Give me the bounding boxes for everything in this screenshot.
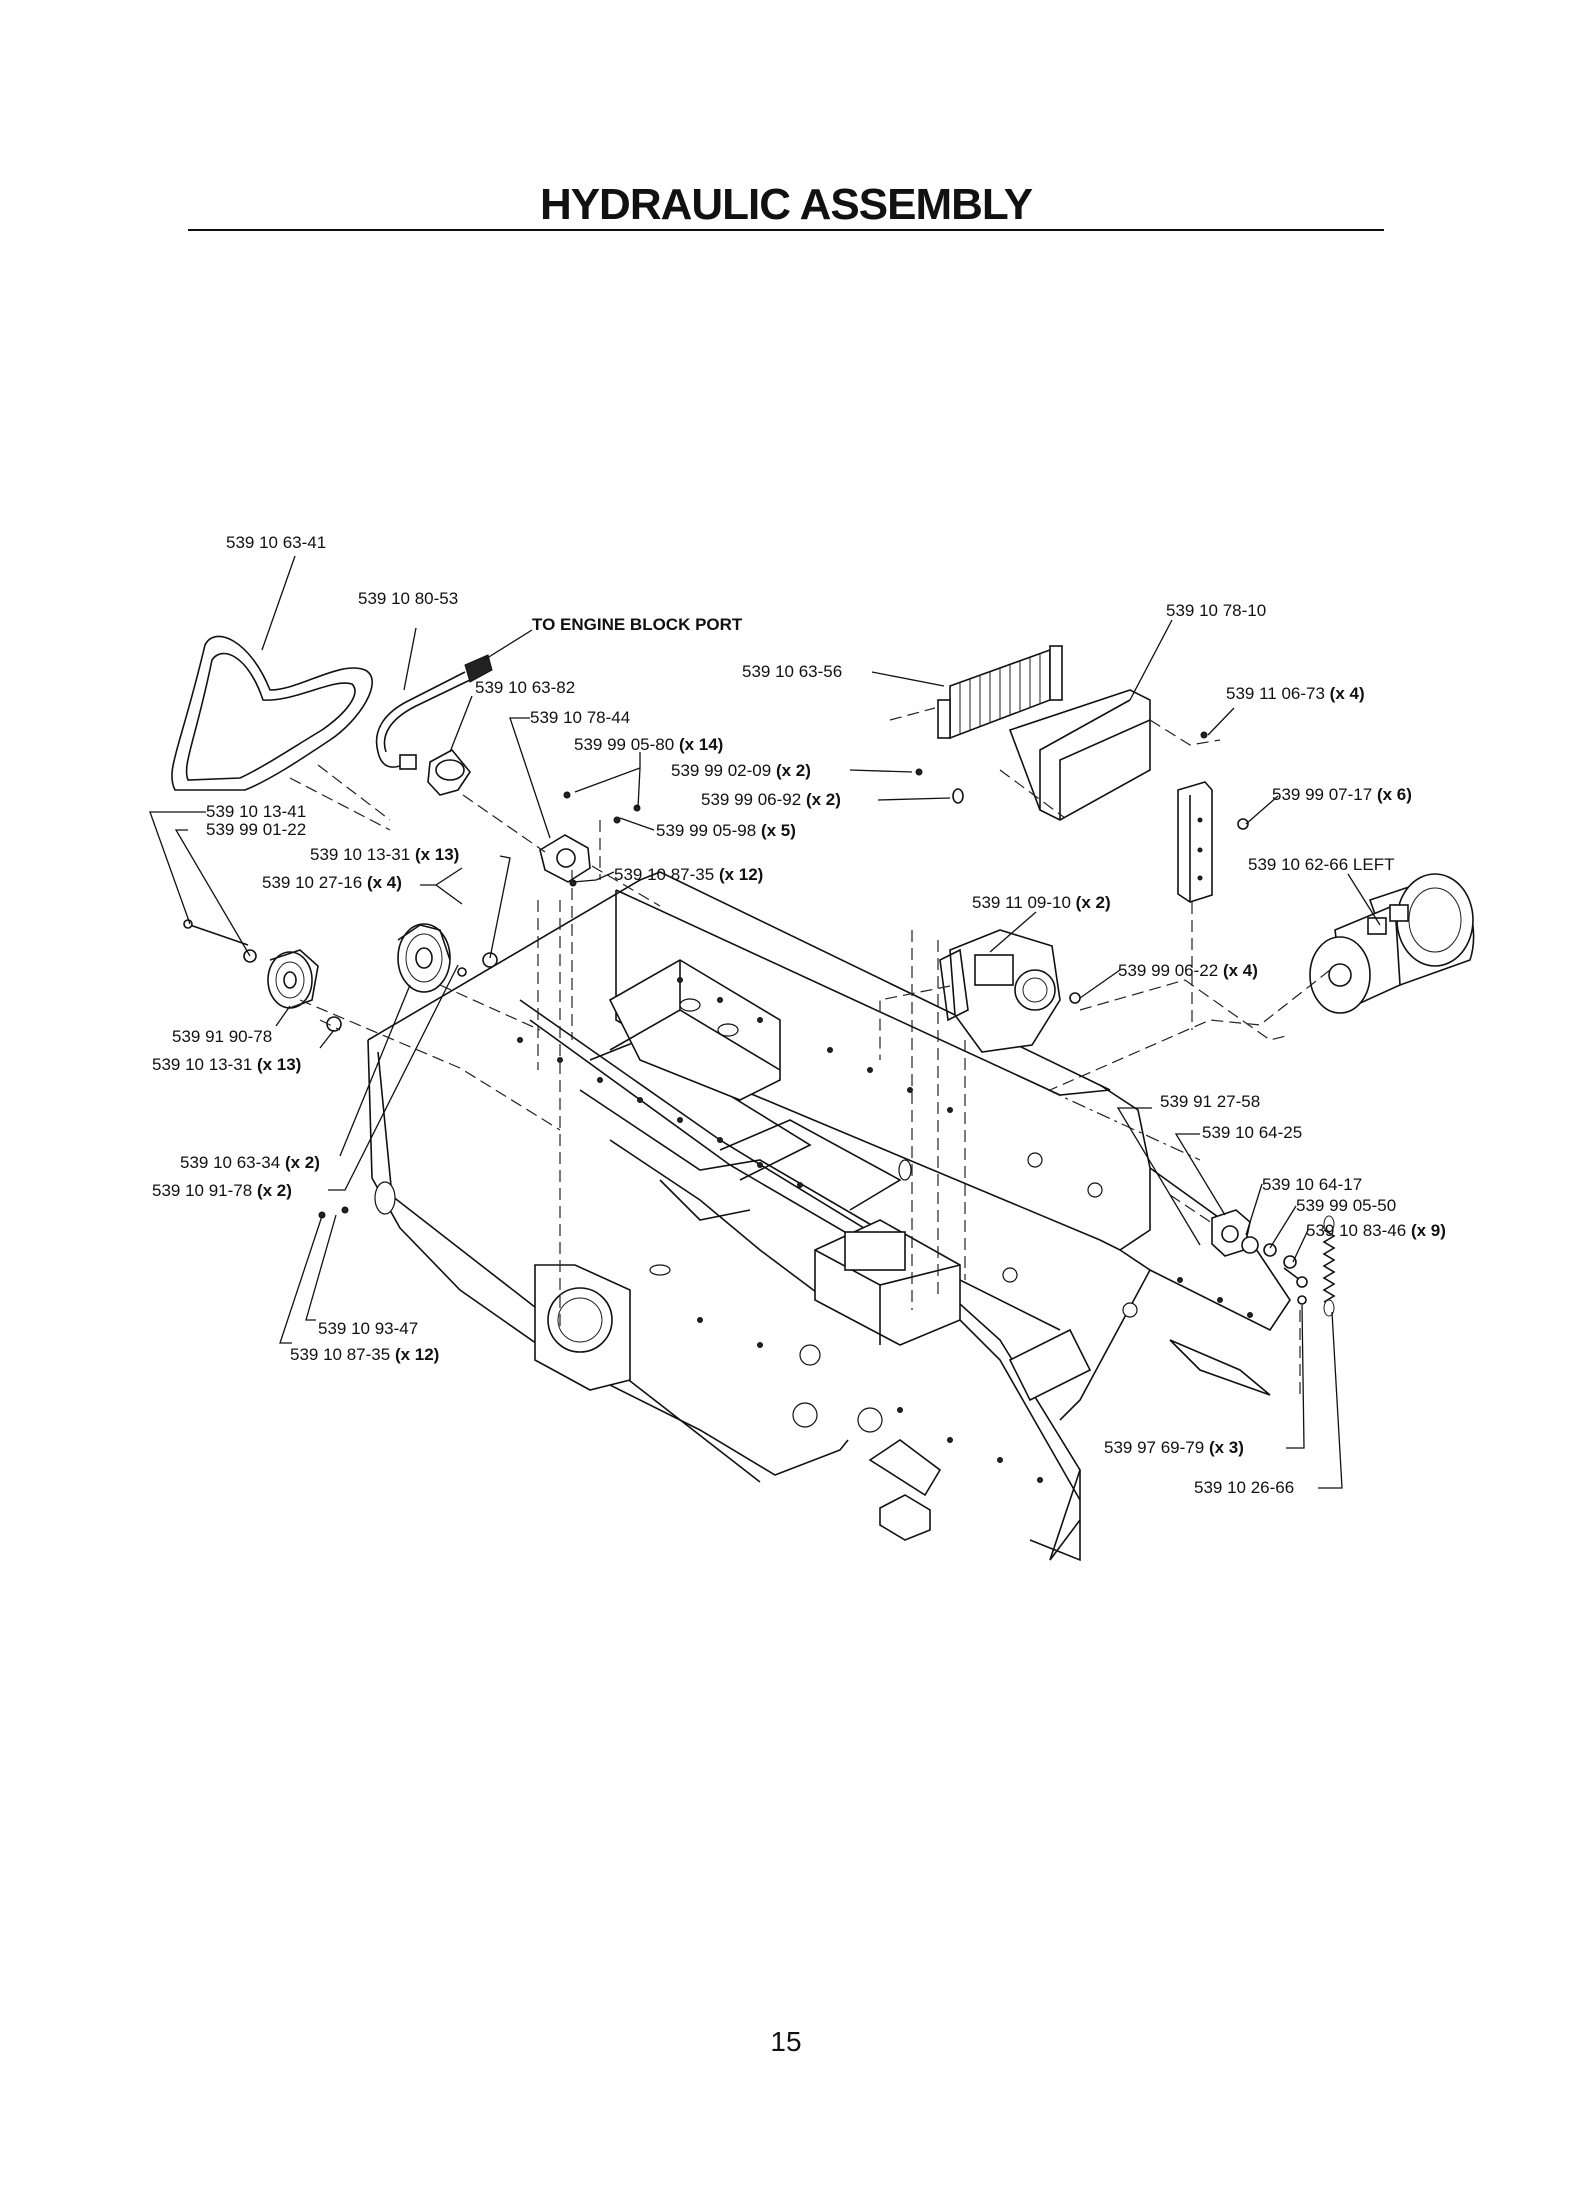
callout-label: 539 10 27-16 (x 4): [262, 873, 402, 892]
callout-label: 539 99 05-50: [1296, 1196, 1396, 1215]
pump-control-linkage: [1211, 1209, 1308, 1288]
callout-label: 539 91 90-78: [172, 1027, 272, 1046]
callout-label: 539 99 07-17 (x 6): [1272, 785, 1412, 804]
callout-label: TO ENGINE BLOCK PORT: [532, 615, 743, 634]
idler-pulley: [267, 949, 319, 1009]
callout-label: 539 99 05-98 (x 5): [656, 821, 796, 840]
callout-label: 539 91 27-58: [1160, 1092, 1260, 1111]
page-title: HYDRAULIC ASSEMBLY: [539, 180, 1033, 229]
drive-pulley: [397, 923, 451, 993]
support-channel: [1177, 781, 1213, 903]
callout-label: 539 10 63-82: [475, 678, 575, 697]
callout-label: 539 99 02-09 (x 2): [671, 761, 811, 780]
callout-label: 539 10 63-34 (x 2): [180, 1153, 320, 1172]
wheel-motor-left: [1309, 873, 1475, 1014]
callout-label: 539 10 26-66: [1194, 1478, 1294, 1497]
callout-label: 539 10 87-35 (x 12): [290, 1345, 439, 1364]
callout-label: 539 10 87-35 (x 12): [614, 865, 763, 884]
callout-label: 539 10 63-41: [226, 533, 326, 552]
hydraulic-hose: [375, 654, 493, 770]
callout-label: 539 10 63-56: [742, 662, 842, 681]
callout-label: 539 99 06-22 (x 4): [1118, 961, 1258, 980]
callout-label: 539 10 80-53: [358, 589, 458, 608]
callout-label: 539 97 69-79 (x 3): [1104, 1438, 1244, 1457]
callout-label: 539 10 78-44: [530, 708, 630, 727]
cooler-bracket: [1008, 689, 1151, 821]
callout-label: 539 99 05-80 (x 14): [574, 735, 723, 754]
oil-cooler: [937, 645, 1063, 740]
callout-labels: 539 10 63-41 539 10 80-53 TO ENGINE BLOC…: [152, 533, 1446, 1497]
hydraulic-pump: [939, 929, 1081, 1053]
callout-label: 539 10 13-31 (x 13): [152, 1055, 301, 1074]
extension-spring: [1297, 1215, 1336, 1317]
callout-label: 539 10 64-17: [1262, 1175, 1362, 1194]
small-fasteners: [183, 731, 1249, 1219]
valve-bracket: [539, 834, 591, 883]
drive-belt: [171, 635, 373, 791]
callout-label: 539 99 01-22: [206, 820, 306, 839]
callout-label: 539 10 64-25: [1202, 1123, 1302, 1142]
callout-label: 539 10 62-66 LEFT: [1248, 855, 1394, 874]
callout-label: 539 10 91-78 (x 2): [152, 1181, 292, 1200]
callout-label: 539 10 83-46 (x 9): [1306, 1221, 1446, 1240]
callout-label: 539 11 09-10 (x 2): [972, 893, 1111, 912]
title-underline: [188, 229, 1384, 231]
assembly-lines: [289, 707, 1331, 1400]
callout-label: 539 11 06-73 (x 4): [1226, 684, 1365, 703]
callout-label: 539 10 93-47: [318, 1319, 418, 1338]
callout-label: 539 10 13-41: [206, 802, 306, 821]
callout-label: 539 10 78-10: [1166, 601, 1266, 620]
callout-label: 539 10 13-31 (x 13): [310, 845, 459, 864]
leader-lines: [149, 555, 1381, 1489]
filter-adapter: [427, 748, 471, 796]
chassis-frame: [367, 871, 1291, 1562]
callout-label: 539 99 06-92 (x 2): [701, 790, 841, 809]
page-number: 15: [770, 2026, 802, 2057]
